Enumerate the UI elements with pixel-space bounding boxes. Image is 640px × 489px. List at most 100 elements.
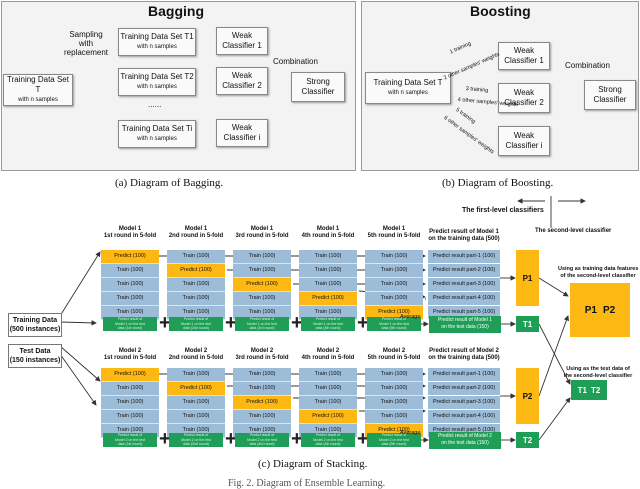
test-pred-m2-round-3: Predict result of Model 2 on the test da… xyxy=(235,433,289,447)
plus-sign-m1-4: + xyxy=(357,312,369,334)
bagging-set-1: Training Data Set T1 with n samples xyxy=(118,28,196,56)
bagging-set-i-label: Training Data Set Ti xyxy=(121,124,193,133)
train-cell-m1-c5-r2: Train (100) xyxy=(365,264,423,278)
pred-part-m2-3: Predict result part-3 (100) xyxy=(428,396,500,410)
t2-box: T2 xyxy=(516,432,539,448)
train-cell-m2-c5-r1: Train (100) xyxy=(365,368,423,382)
predict-cell-m1-c1-r1: Predict (100) xyxy=(101,250,159,264)
predict-cell-m1-c2-r2: Predict (100) xyxy=(167,264,225,278)
train-cell-m2-c1-r2: Train (100) xyxy=(101,382,159,396)
train-cell-m1-c1-r3: Train (100) xyxy=(101,278,159,292)
train-cell-m1-c4-r3: Train (100) xyxy=(299,278,357,292)
train-features-note: Using as training data features of the s… xyxy=(558,266,639,279)
bagging-input-box: Training Data Set T with n samples xyxy=(3,74,73,106)
second-level-train-box: P1 P2 xyxy=(570,283,630,337)
train-cell-m2-c2-r1: Train (100) xyxy=(167,368,225,382)
model1-final: Predict result of Model 1 on the test da… xyxy=(429,316,501,333)
bagging-set-2-sub: with n samples xyxy=(137,84,177,90)
bagging-set-1-sub: with n samples xyxy=(137,44,177,50)
predict-cell-m1-c4-r4: Predict (100) xyxy=(299,292,357,306)
test-pred-m1-round-2: Predict result of Model 1 on the test da… xyxy=(169,317,223,331)
plus-sign-m2-1: + xyxy=(159,428,171,450)
plus-sign-m1-2: + xyxy=(225,312,237,334)
bagging-sampling-label: Sampling with replacement xyxy=(63,30,109,57)
model2-header-3: Model 2 3rd round in 5-fold xyxy=(235,348,289,361)
test-note: Using as the test data of the second-lev… xyxy=(563,366,633,379)
second-level-p1: P1 xyxy=(584,304,597,316)
predict-cell-m2-c3-r3: Predict (100) xyxy=(233,396,291,410)
predict-cell-m2-c1-r1: Predict (100) xyxy=(101,368,159,382)
model1-average-label: Average xyxy=(400,314,421,320)
train-cell-m1-c2-r1: Train (100) xyxy=(167,250,225,264)
plus-sign-m1-1: + xyxy=(159,312,171,334)
bagging-title: Bagging xyxy=(148,3,204,19)
pred-part-m2-4: Predict result part-4 (100) xyxy=(428,410,500,424)
model2-average-label: Average xyxy=(400,430,421,436)
bagging-set-2: Training Data Set T2 with n samples xyxy=(118,68,196,96)
boosting-caption: (b) Diagram of Boosting. xyxy=(442,177,554,189)
legend-first-level: The first-level classifiers xyxy=(462,207,544,214)
t1-box: T1 xyxy=(516,316,539,332)
train-cell-m2-c3-r1: Train (100) xyxy=(233,368,291,382)
train-cell-m2-c4-r1: Train (100) xyxy=(299,368,357,382)
train-cell-m2-c5-r3: Train (100) xyxy=(365,396,423,410)
model2-pred-header: Predict result of Model 2 on the trainin… xyxy=(428,348,500,361)
boosting-combination-label: Combination xyxy=(565,61,610,70)
test-pred-m2-round-2: Predict result of Model 2 on the test da… xyxy=(169,433,223,447)
test-pred-m2-round-5: Predict result of Model 2 on the test da… xyxy=(367,433,421,447)
pred-part-m1-3: Predict result part-3 (100) xyxy=(428,278,500,292)
second-level-t1: T1 xyxy=(577,385,587,395)
train-cell-m1-c4-r1: Train (100) xyxy=(299,250,357,264)
train-cell-m2-c4-r3: Train (100) xyxy=(299,396,357,410)
plus-sign-m1-3: + xyxy=(291,312,303,334)
bagging-set-2-label: Training Data Set T2 xyxy=(120,72,194,81)
model2-header-4: Model 2 4th round in 5-fold xyxy=(301,348,355,361)
legend-second-level: The second-level classifier xyxy=(535,228,612,234)
predict-cell-m1-c3-r3: Predict (100) xyxy=(233,278,291,292)
test-pred-m1-round-1: Predict result of Model 1 on the test da… xyxy=(103,317,157,331)
pred-part-m2-2: Predict result part-2 (100) xyxy=(428,382,500,396)
boosting-strong-classifier: Strong Classifier xyxy=(584,80,636,110)
model1-header-4: Model 1 4th round in 5-fold xyxy=(301,226,355,239)
bagging-strong-classifier: Strong Classifier xyxy=(291,72,345,102)
train-cell-m1-c3-r2: Train (100) xyxy=(233,264,291,278)
second-level-test-box: T1 T2 xyxy=(571,380,607,400)
boosting-title: Boosting xyxy=(470,3,531,19)
train-cell-m2-c3-r2: Train (100) xyxy=(233,382,291,396)
pred-part-m2-1: Predict result part-1 (100) xyxy=(428,368,500,382)
pred-part-m1-4: Predict result part-4 (100) xyxy=(428,292,500,306)
bagging-ellipsis: ...... xyxy=(148,100,162,109)
boosting-classifier-i: Weak Classifier i xyxy=(498,126,550,156)
train-cell-m2-c2-r4: Train (100) xyxy=(167,410,225,424)
train-cell-m2-c5-r2: Train (100) xyxy=(365,382,423,396)
model1-header-1: Model 1 1st round in 5-fold xyxy=(103,226,157,239)
figure-caption: Fig. 2. Diagram of Ensemble Learning. xyxy=(228,478,386,489)
model1-pred-header: Predict result of Model 1 on the trainin… xyxy=(428,229,500,242)
train-cell-m1-c5-r4: Train (100) xyxy=(365,292,423,306)
bagging-set-i-sub: with n samples xyxy=(137,136,177,142)
bagging-classifier-1: Weak Classifier 1 xyxy=(216,27,268,55)
train-cell-m1-c5-r3: Train (100) xyxy=(365,278,423,292)
boosting-classifier-1: Weak Classifier 1 xyxy=(498,42,550,70)
bagging-set-1-label: Training Data Set T1 xyxy=(120,32,194,41)
plus-sign-m2-2: + xyxy=(225,428,237,450)
pred-part-m1-1: Predict result part-1 (100) xyxy=(428,250,500,264)
train-cell-m1-c2-r3: Train (100) xyxy=(167,278,225,292)
model2-header-1: Model 2 1st round in 5-fold xyxy=(103,348,157,361)
train-cell-m1-c5-r1: Train (100) xyxy=(365,250,423,264)
train-cell-m1-c3-r4: Train (100) xyxy=(233,292,291,306)
test-pred-m2-round-1: Predict result of Model 2 on the test da… xyxy=(103,433,157,447)
train-cell-m2-c4-r2: Train (100) xyxy=(299,382,357,396)
plus-sign-m2-3: + xyxy=(291,428,303,450)
stacking-caption: (c) Diagram of Stacking. xyxy=(258,458,368,470)
bagging-set-i: Training Data Set Ti with n samples xyxy=(118,120,196,148)
p2-box: P2 xyxy=(516,368,539,424)
bagging-caption: (a) Diagram of Bagging. xyxy=(115,177,224,189)
training-data-box: Training Data (500 instances) xyxy=(8,313,62,337)
boosting-input-label: Training Data Set T xyxy=(373,78,443,87)
train-cell-m2-c5-r4: Train (100) xyxy=(365,410,423,424)
model2-final: Predict result of Model 2 on the test da… xyxy=(429,432,501,449)
bagging-classifier-2: Weak Classifier 2 xyxy=(216,67,268,95)
p1-box: P1 xyxy=(516,250,539,306)
bagging-input-label: Training Data Set T xyxy=(7,75,69,94)
